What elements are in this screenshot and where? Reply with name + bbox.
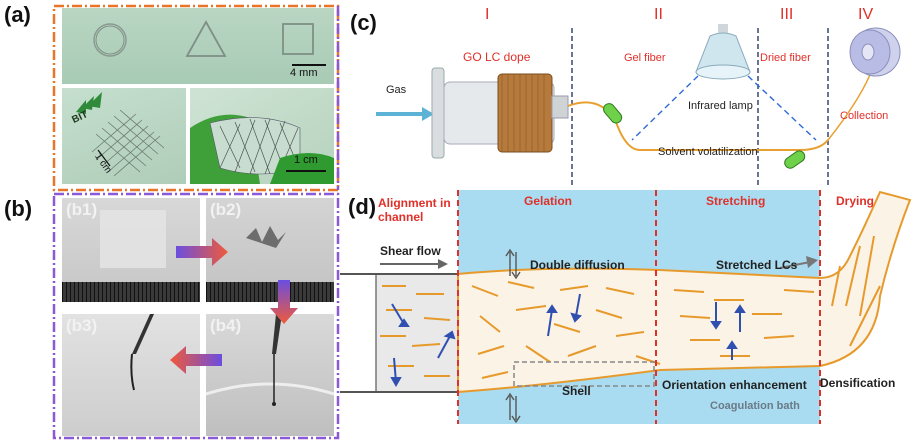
crumpled-film-illustration: [246, 226, 286, 248]
film-sample: [100, 210, 166, 268]
scale-bar-line: [292, 64, 326, 66]
scale-bar-line-3: [286, 170, 326, 172]
arrow-b1-b2: [176, 238, 228, 266]
label-stretching: Stretching: [706, 194, 766, 208]
arrow-b2-b4: [270, 280, 298, 324]
label-gel-fiber: Gel fiber: [624, 52, 666, 64]
panel-c-diagram: [376, 24, 901, 186]
label-infrared-lamp: Infrared lamp: [688, 100, 753, 112]
label-drying: Drying: [836, 194, 875, 208]
tube-mesh-illustration: [190, 114, 334, 184]
stage-label-1: I: [485, 6, 490, 23]
mesh-illustration: [76, 92, 165, 177]
label-shear-flow: Shear flow: [380, 244, 441, 258]
label-densification: Densification: [820, 376, 896, 390]
label-go-lc-dope: GO LC dope: [463, 50, 531, 64]
stage-label-4: IV: [858, 6, 874, 23]
label-solvent-volatilization: Solvent volatilization: [658, 146, 758, 158]
panel-label-b: (b): [4, 196, 33, 221]
panel-a-tube-photo: 1 cm: [190, 88, 334, 184]
photo-b3: (b3): [62, 314, 200, 436]
label-dried-fiber: Dried fiber: [760, 52, 811, 64]
scale-bar-label-3: 1 cm: [294, 154, 318, 166]
panel-a-frame: [52, 4, 340, 192]
label-stretched-lcs: Stretched LCs: [716, 258, 798, 272]
label-orientation-enhancement: Orientation enhancement: [662, 378, 807, 392]
panel-d-diagram: [340, 190, 912, 424]
panel-b-frame: [52, 192, 340, 440]
fiber-pulling-illustration: [206, 314, 334, 406]
stage-label-3: III: [780, 6, 794, 23]
panel-label-a: (a): [4, 2, 31, 27]
scale-bar-label: 4 mm: [290, 67, 318, 79]
label-double-diffusion: Double diffusion: [530, 258, 625, 272]
label-shell: Shell: [562, 384, 591, 398]
label-gas: Gas: [386, 84, 407, 96]
stage-label-2: II: [654, 6, 663, 23]
panel-label-d: (d): [348, 194, 377, 219]
sub-label-b3: (b3): [66, 316, 98, 335]
droplet-illustration: [130, 314, 154, 391]
fiber-shapes-illustration: [93, 20, 314, 57]
panel-a-mesh-photo: BIT 1 cm: [62, 88, 186, 184]
arrow-b4-b3: [170, 346, 222, 374]
photo-b2: (b2): [206, 198, 334, 302]
label-collection: Collection: [840, 110, 889, 122]
sub-label-b4: (b4): [210, 316, 242, 335]
photo-b4: (b4): [206, 314, 334, 436]
sub-label-b2: (b2): [210, 200, 242, 219]
label-coagulation-bath: Coagulation bath: [710, 400, 800, 412]
sub-label-b1: (b1): [66, 200, 98, 219]
panel-a-shapes-photo: 4 mm: [62, 8, 334, 84]
ruler: [62, 282, 200, 302]
process-arrows: [170, 238, 298, 374]
panel-label-c: (c): [350, 10, 377, 35]
ruler-2: [206, 282, 334, 302]
label-gelation: Gelation: [524, 194, 573, 208]
label-alignment: Alignment in channel: [378, 196, 451, 224]
